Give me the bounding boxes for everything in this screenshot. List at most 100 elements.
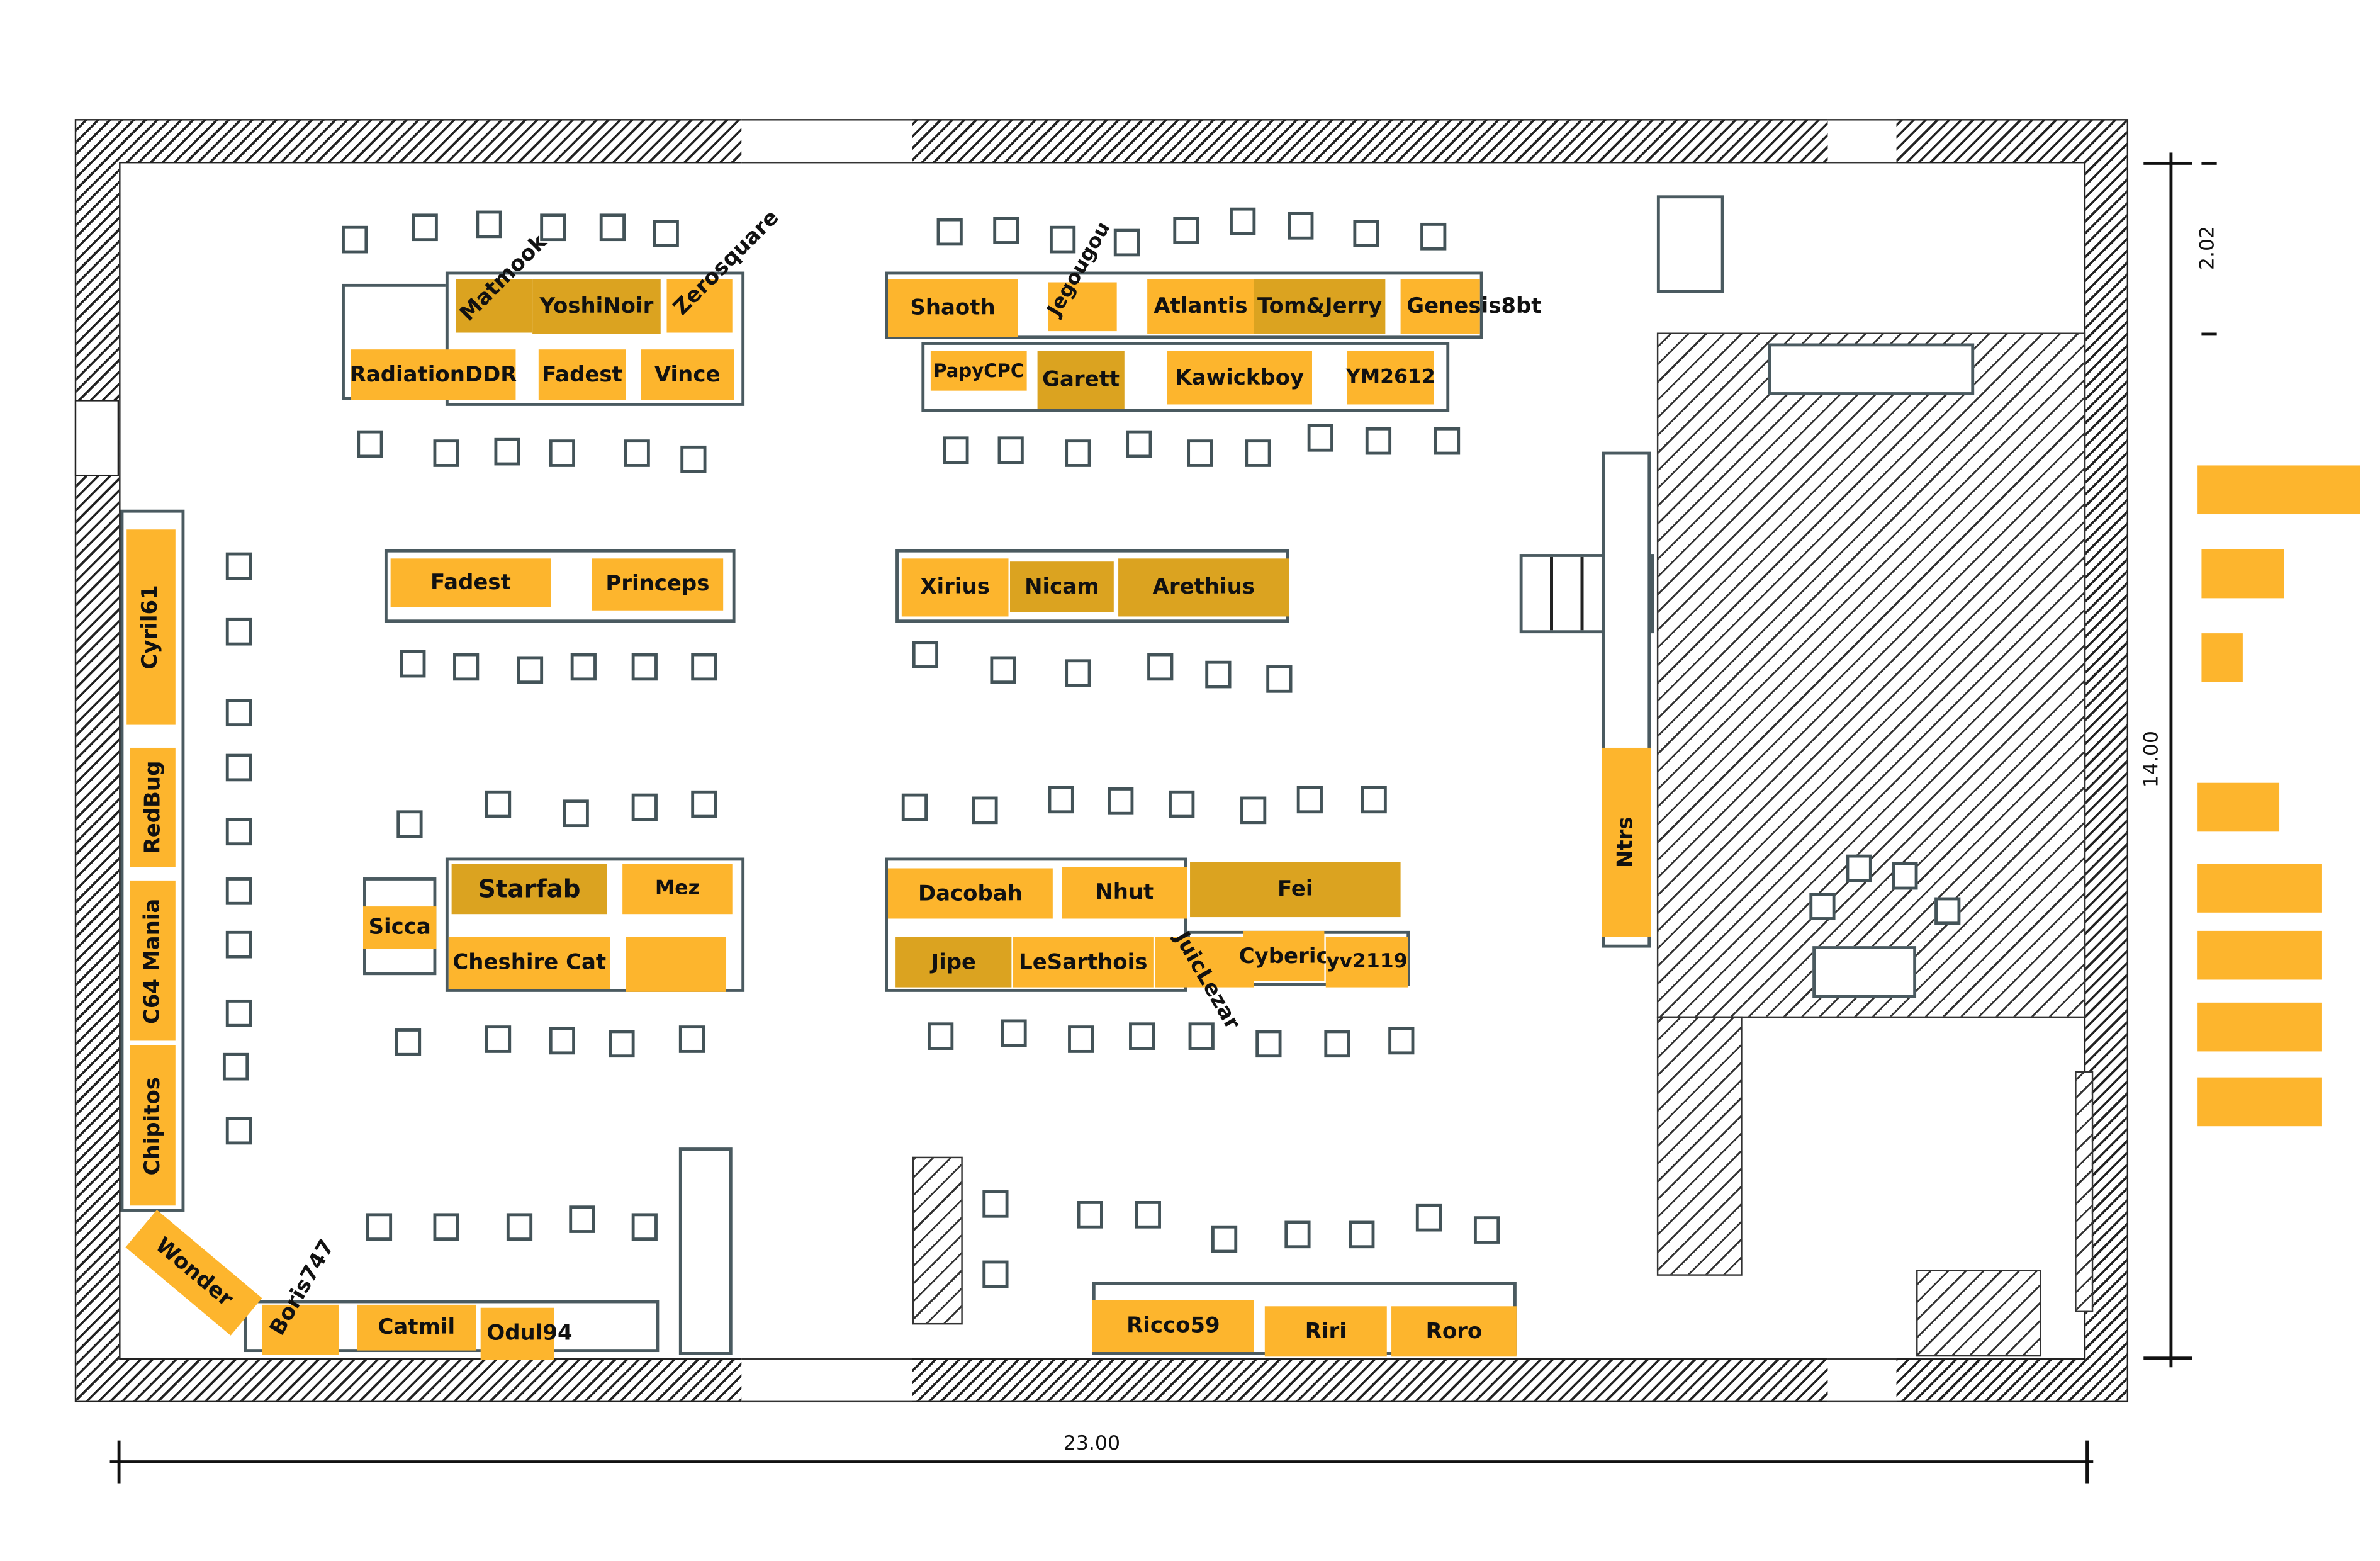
booth-label: RadiationDDR: [349, 362, 517, 387]
booth-arethius[interactable]: Arethius: [1118, 558, 1289, 617]
chair: [225, 877, 252, 905]
chair: [1205, 660, 1232, 689]
chair: [1388, 1027, 1415, 1055]
dimension-stage-label: 2.02: [2197, 225, 2220, 271]
booth-label: yv2119: [1326, 950, 1408, 974]
booth-jipe[interactable]: Jipe: [895, 937, 1012, 988]
booth-label: Dacobah: [918, 881, 1023, 906]
chair: [990, 656, 1016, 684]
booth-unassigned[interactable]: [626, 937, 727, 992]
booth-cyberic[interactable]: Cyberic: [1239, 930, 1329, 981]
booth-label: Vince: [654, 362, 721, 387]
booth-nhut[interactable]: Nhut: [1062, 867, 1187, 919]
chair: [680, 445, 707, 473]
chair: [433, 439, 459, 467]
legend-bar: [2197, 864, 2322, 913]
booth-atlantis[interactable]: Atlantis: [1147, 279, 1254, 334]
booth-starfab[interactable]: Starfab: [451, 864, 607, 915]
booth-label: Ricco59: [1126, 1314, 1220, 1339]
booth-yv2119[interactable]: yv2119: [1325, 937, 1408, 988]
booth-yoshinoir[interactable]: YoshiNoir: [532, 279, 661, 334]
booth-label: Chipitos: [140, 1076, 165, 1175]
booth-catmil[interactable]: Catmil: [357, 1304, 476, 1351]
booth-fadest-top[interactable]: Fadest: [538, 349, 626, 400]
legend-bar: [2197, 1077, 2322, 1127]
dimension-line-height: [2169, 152, 2173, 1368]
chair: [943, 436, 969, 465]
chair: [1296, 786, 1323, 814]
chair: [1230, 207, 1256, 235]
chair: [609, 1030, 635, 1058]
chair: [624, 439, 650, 467]
chair: [517, 656, 544, 684]
booth-kawickboy[interactable]: Kawickboy: [1167, 351, 1312, 405]
chair: [1129, 1022, 1155, 1050]
booth-odul94[interactable]: Odul94: [480, 1307, 573, 1360]
booth-tomjerry[interactable]: Tom&Jerry: [1254, 279, 1386, 334]
chair: [485, 1025, 512, 1053]
legend-bar: [2197, 930, 2322, 980]
chair: [476, 210, 502, 239]
booth-sicca[interactable]: Sicca: [363, 906, 437, 949]
booth-garett[interactable]: Garett: [1037, 351, 1125, 409]
booth-cyril61[interactable]: Cyril61: [126, 529, 176, 725]
booth-label: Atlantis: [1154, 294, 1248, 319]
booth-genesis8bt[interactable]: Genesis8bt: [1400, 279, 1542, 334]
chair: [400, 650, 426, 678]
booth-zerosquare[interactable]: [666, 279, 733, 333]
legend-bar: [2197, 465, 2360, 515]
chair: [901, 793, 928, 821]
chair: [1135, 1201, 1161, 1229]
dimension-tick: [2201, 332, 2217, 335]
booth-cheshirecat[interactable]: Cheshire Cat: [448, 937, 610, 989]
booth-c64mania[interactable]: C64 Mania: [130, 880, 176, 1041]
booth-redbug[interactable]: RedBug: [130, 747, 176, 867]
chair: [631, 653, 658, 681]
booth-riri[interactable]: Riri: [1264, 1306, 1387, 1357]
dimension-tick: [2201, 161, 2217, 164]
booth-papycpc[interactable]: PapyCPC: [930, 351, 1027, 391]
booth-matmook[interactable]: [456, 279, 533, 333]
booth-chipitos[interactable]: Chipitos: [130, 1045, 176, 1206]
booth-label: LeSarthois: [1019, 950, 1148, 974]
booth-radiationddr[interactable]: RadiationDDR: [349, 349, 517, 400]
booth-mez[interactable]: Mez: [622, 864, 733, 915]
booth-ricco59[interactable]: Ricco59: [1092, 1300, 1254, 1353]
stage-table: [1812, 946, 1917, 998]
booth-shaoth[interactable]: Shaoth: [888, 279, 1018, 337]
booth-label: C64 Mania: [140, 898, 165, 1023]
booth-label: Riri: [1305, 1319, 1347, 1344]
booth-juiclezar[interactable]: [1155, 937, 1254, 988]
booth-ntrs[interactable]: Ntrs: [1602, 747, 1651, 937]
booth-label: Genesis8bt: [1406, 294, 1542, 319]
booth-boris747[interactable]: [262, 1304, 339, 1355]
column: [1656, 1016, 1743, 1276]
booth-nicam[interactable]: Nicam: [1009, 561, 1114, 612]
booth-jegougou[interactable]: [1048, 282, 1117, 332]
booth-fei[interactable]: Fei: [1190, 862, 1401, 918]
legend-bar: [2201, 633, 2243, 682]
booth-lesarthois[interactable]: LeSarthois: [1013, 937, 1154, 988]
stage-table: [1768, 343, 1975, 395]
booth-xirius[interactable]: Xirius: [901, 558, 1009, 617]
booth-fadest-mid[interactable]: Fadest: [390, 558, 551, 607]
chair: [1169, 790, 1195, 818]
chair: [1361, 786, 1387, 814]
booth-label: Sicca: [368, 915, 431, 940]
chair: [1068, 1025, 1094, 1053]
booth-dacobah[interactable]: Dacobah: [888, 868, 1053, 919]
chair: [222, 1052, 249, 1081]
booth-roro[interactable]: Roro: [1391, 1306, 1517, 1357]
booth-label: Odul94: [486, 1321, 573, 1346]
booth-ym2612[interactable]: YM2612: [1346, 351, 1435, 405]
chair: [1353, 220, 1379, 247]
chair: [453, 653, 480, 681]
column: [1916, 1270, 2041, 1357]
booth-label: Princeps: [605, 572, 710, 597]
chair: [993, 217, 1019, 244]
booth-princeps[interactable]: Princeps: [592, 558, 724, 611]
booth-vince[interactable]: Vince: [641, 349, 734, 400]
chair: [1048, 786, 1074, 814]
chair: [1288, 211, 1314, 240]
booth-label: Catmil: [378, 1315, 456, 1340]
